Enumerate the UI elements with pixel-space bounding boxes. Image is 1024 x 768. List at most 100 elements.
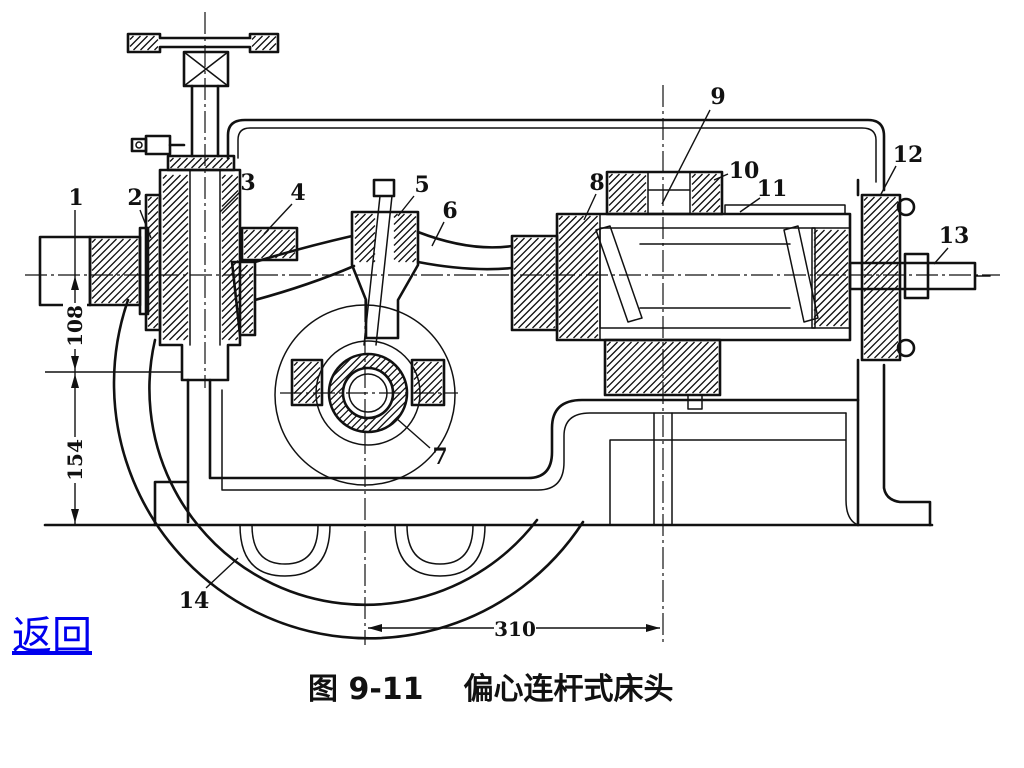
part-2-plate	[144, 193, 162, 332]
hatch-line	[608, 173, 634, 199]
hatch-line	[354, 239, 376, 260]
hatch-line	[393, 237, 417, 260]
hatch-line	[162, 307, 189, 333]
hatch-line	[221, 309, 239, 326]
hatch-line	[413, 365, 443, 394]
hatch-line	[247, 229, 276, 259]
hatch-line	[147, 288, 159, 299]
hatch-line	[162, 314, 189, 340]
hatch-line	[293, 367, 321, 394]
leader-line	[739, 197, 761, 213]
side-knob	[130, 134, 186, 156]
hatch-line	[813, 262, 849, 297]
hatch-line	[637, 203, 647, 213]
leader-line	[263, 203, 293, 235]
leader-line	[205, 557, 239, 589]
hatch-line	[251, 35, 256, 40]
part-label-4: 4	[290, 180, 305, 206]
hatch-line	[580, 320, 599, 339]
hatch-line	[513, 256, 556, 298]
dimension-arrow	[71, 374, 79, 388]
leader-line	[933, 247, 949, 265]
bed-body-wall-outer	[208, 378, 860, 480]
hatch-line	[354, 218, 376, 239]
leader-line	[395, 417, 431, 449]
figure-title: 偏心连杆式床头	[463, 672, 674, 707]
hatch-line	[432, 393, 443, 404]
hatch-line	[558, 229, 599, 269]
hatch-line	[609, 175, 647, 213]
hatch-line	[558, 285, 599, 325]
hatch-line	[162, 181, 189, 207]
hatch-line	[338, 408, 350, 420]
hatch-line	[389, 371, 402, 383]
hatch-line	[513, 237, 553, 277]
hatch-line	[162, 174, 174, 186]
hatch-line	[329, 354, 363, 388]
hatch-line	[221, 316, 239, 333]
hatch-line	[863, 196, 889, 222]
hatch-line	[393, 216, 417, 239]
hatch-line	[147, 239, 159, 250]
hatch-line	[91, 252, 139, 299]
hatch-line	[169, 157, 174, 162]
hatch-line	[532, 305, 556, 329]
hatch-line	[269, 43, 277, 51]
return-link[interactable]: 返回	[12, 613, 92, 659]
handwheel	[126, 32, 280, 158]
hatch-line	[162, 209, 189, 235]
hatch-line	[162, 237, 189, 263]
hatch-line	[558, 243, 599, 283]
hatch-line	[221, 232, 239, 249]
center-lines	[25, 12, 1000, 645]
hatch-line	[863, 306, 899, 341]
hatch-line	[251, 35, 263, 47]
hatch-line	[136, 301, 139, 304]
flywheel-guard	[112, 298, 585, 640]
hatch-line	[221, 323, 239, 340]
hatch-line	[713, 388, 719, 394]
hatch-line	[91, 238, 131, 278]
hatch-line	[154, 46, 159, 51]
hatch-line	[863, 222, 899, 257]
hatch-line	[391, 375, 404, 388]
hatch-line	[387, 367, 399, 379]
hatch-line	[147, 281, 159, 292]
hatch-line	[268, 231, 296, 259]
part-label-13: 13	[939, 223, 970, 249]
hatch-line	[558, 278, 599, 318]
hatch-line	[198, 157, 209, 169]
hatch-line	[863, 278, 899, 313]
bearing-roller-left	[595, 225, 643, 323]
hatch-line	[691, 173, 703, 185]
hatch-line	[840, 318, 849, 327]
hatch-line	[558, 215, 563, 220]
handwheel-hub-cross	[183, 51, 229, 87]
hatch-line	[361, 415, 378, 432]
hatch-line	[147, 204, 159, 215]
hatch-line	[513, 249, 556, 291]
hatch-line	[355, 417, 369, 431]
hatch-line	[393, 213, 405, 225]
hatch-line	[147, 218, 159, 229]
hatch-line	[558, 250, 599, 290]
hatch-line	[863, 196, 875, 208]
dimension-upper-height: 108	[63, 305, 87, 347]
hatch-line	[692, 184, 721, 213]
hatch-line	[833, 311, 849, 327]
part-5-body	[350, 210, 420, 340]
dimension-lower-height: 154	[63, 439, 87, 481]
hatch-line	[162, 174, 181, 193]
hatch-line	[685, 360, 719, 394]
part-13-shaft	[848, 261, 977, 291]
leader-line	[713, 173, 729, 181]
hatch-line	[558, 271, 599, 311]
hatch-line	[255, 35, 270, 51]
hatch-line	[826, 304, 849, 327]
hatch-line	[162, 188, 189, 214]
hatch-line	[91, 238, 124, 271]
hatch-line	[91, 238, 117, 264]
hatch-line	[162, 216, 189, 242]
side-knob-body	[144, 134, 172, 156]
handwheel-rim	[126, 32, 280, 54]
